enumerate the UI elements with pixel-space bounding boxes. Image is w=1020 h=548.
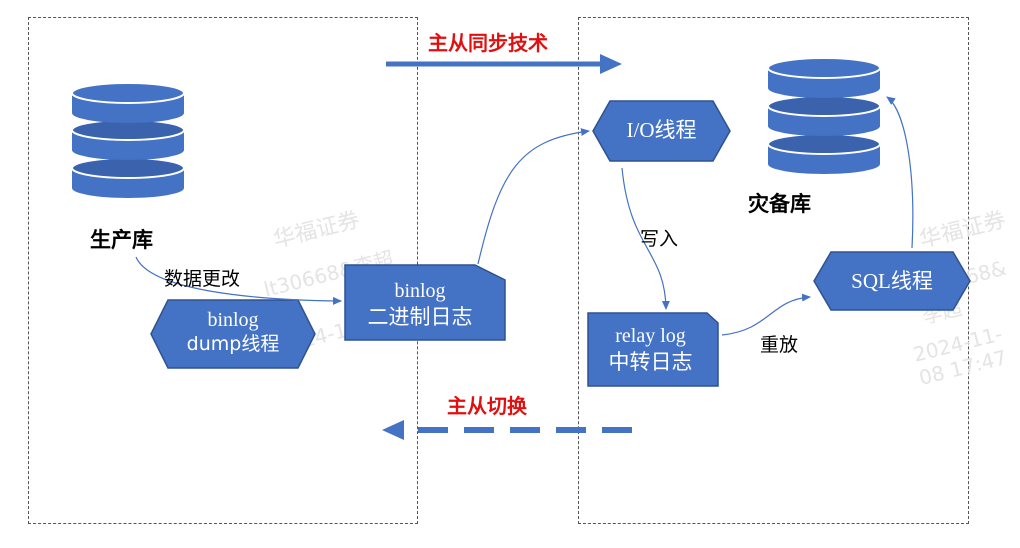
- io-thread-text: I/O线程: [593, 117, 730, 143]
- write-connector: [621, 167, 670, 310]
- switch-arrow: [382, 420, 632, 440]
- binlog-doc-line2: 二进制日志: [367, 305, 473, 329]
- relay-doc-line2: 中转日志: [608, 350, 693, 374]
- sync-label: 主从同步技术: [428, 31, 548, 55]
- backup-frame: [578, 17, 969, 524]
- sql-thread-line1: SQL线程: [851, 269, 933, 293]
- data-change-connector: [135, 256, 342, 305]
- relay-log-document-shape: [587, 312, 719, 387]
- replay-label: 重放: [760, 334, 799, 356]
- write-label: 写入: [640, 228, 679, 250]
- io-thread-hexagon: [592, 100, 731, 162]
- dump-thread-line2: dump线程: [186, 333, 280, 355]
- sql-thread-hexagon: [813, 251, 971, 311]
- production-database-icon: [71, 82, 185, 198]
- io-thread-line1: I/O线程: [626, 118, 697, 142]
- dump-thread-line1: binlog: [207, 309, 259, 331]
- dump-thread-text: binlog dump线程: [168, 308, 298, 357]
- production-db-label: 生产库: [90, 228, 153, 252]
- dump-thread-hexagon: [150, 299, 316, 369]
- binlog-to-io-connector: [477, 128, 590, 265]
- relay-doc-text: relay log 中转日志: [588, 324, 713, 375]
- replay-connector: [721, 293, 811, 336]
- relay-doc-line1: relay log: [615, 325, 686, 347]
- binlog-doc-text: binlog 二进制日志: [345, 279, 495, 330]
- data-change-label: 数据更改: [164, 268, 241, 290]
- backup-database-icon: [767, 57, 881, 174]
- sql-thread-text: SQL线程: [814, 268, 970, 294]
- backup-db-label: 灾备库: [748, 192, 811, 216]
- binlog-document-shape: [344, 264, 506, 341]
- binlog-doc-line1: binlog: [394, 280, 446, 302]
- switch-label: 主从切换: [447, 394, 527, 418]
- sync-arrow: [386, 54, 622, 74]
- sql-to-db-connector: [886, 96, 914, 249]
